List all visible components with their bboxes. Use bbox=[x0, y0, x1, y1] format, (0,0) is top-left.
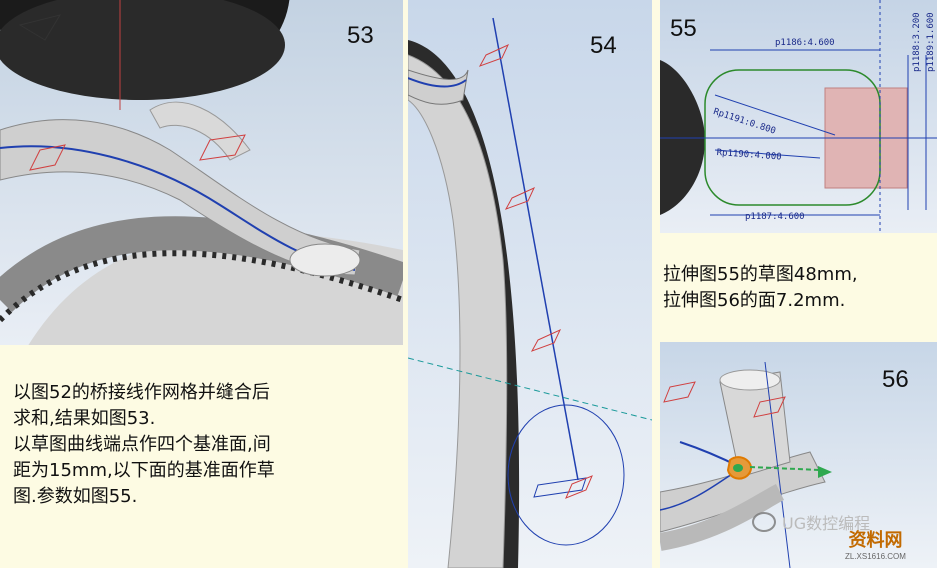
panel-56-render bbox=[660, 361, 832, 568]
panel-54: 54 bbox=[408, 0, 652, 568]
panel-55-render bbox=[660, 0, 937, 233]
panel-54-number: 54 bbox=[590, 32, 617, 59]
panel-56: 56 UG数控编程 资料网 ZL.XS1616.COM bbox=[660, 342, 937, 568]
caption-right: 拉伸图55的草图48mm, 拉伸图56的面7.2mm. bbox=[663, 262, 933, 314]
site-url: ZL.XS1616.COM bbox=[845, 552, 906, 561]
caption-right-line-2: 拉伸图56的面7.2mm. bbox=[663, 290, 846, 311]
panel-53-number: 53 bbox=[347, 22, 374, 49]
caption-right-line-1: 拉伸图55的草图48mm, bbox=[663, 264, 858, 285]
dim-bottom: p1187:4.600 bbox=[745, 212, 805, 222]
panel-55-number: 55 bbox=[670, 15, 697, 42]
site-watermark: 资料网 ZL.XS1616.COM bbox=[845, 526, 906, 561]
caption-left-line-1: 以图52的桥接线作网格并缝合后 bbox=[13, 382, 270, 403]
site-brand: 资料网 bbox=[848, 530, 903, 551]
panel-55: 55 p1186:4.600 p1187:4.600 Rp1191:0.800 … bbox=[660, 0, 937, 233]
panel-53: 53 bbox=[0, 0, 403, 345]
caption-left-line-5: 图.参数如图55. bbox=[13, 486, 138, 507]
wechat-icon bbox=[752, 512, 776, 532]
caption-left-line-3: 以草图曲线端点作四个基准面,间 bbox=[13, 434, 271, 455]
panel-54-render bbox=[408, 17, 652, 568]
caption-left-line-4: 距为15mm,以下面的基准面作草 bbox=[13, 460, 275, 481]
dim-v1: p1188:3.200 bbox=[912, 12, 922, 72]
wechat-account: UG数控编程 bbox=[782, 514, 871, 533]
caption-left: 以图52的桥接线作网格并缝合后 求和,结果如图53. 以草图曲线端点作四个基准面… bbox=[13, 380, 403, 510]
caption-left-line-2: 求和,结果如图53. bbox=[13, 408, 156, 429]
panel-56-number: 56 bbox=[882, 366, 909, 393]
wechat-watermark: UG数控编程 bbox=[752, 510, 870, 534]
dim-top: p1186:4.600 bbox=[775, 38, 835, 48]
dim-v2: p1189:1.600 bbox=[926, 12, 936, 72]
panel-53-render bbox=[0, 0, 403, 345]
